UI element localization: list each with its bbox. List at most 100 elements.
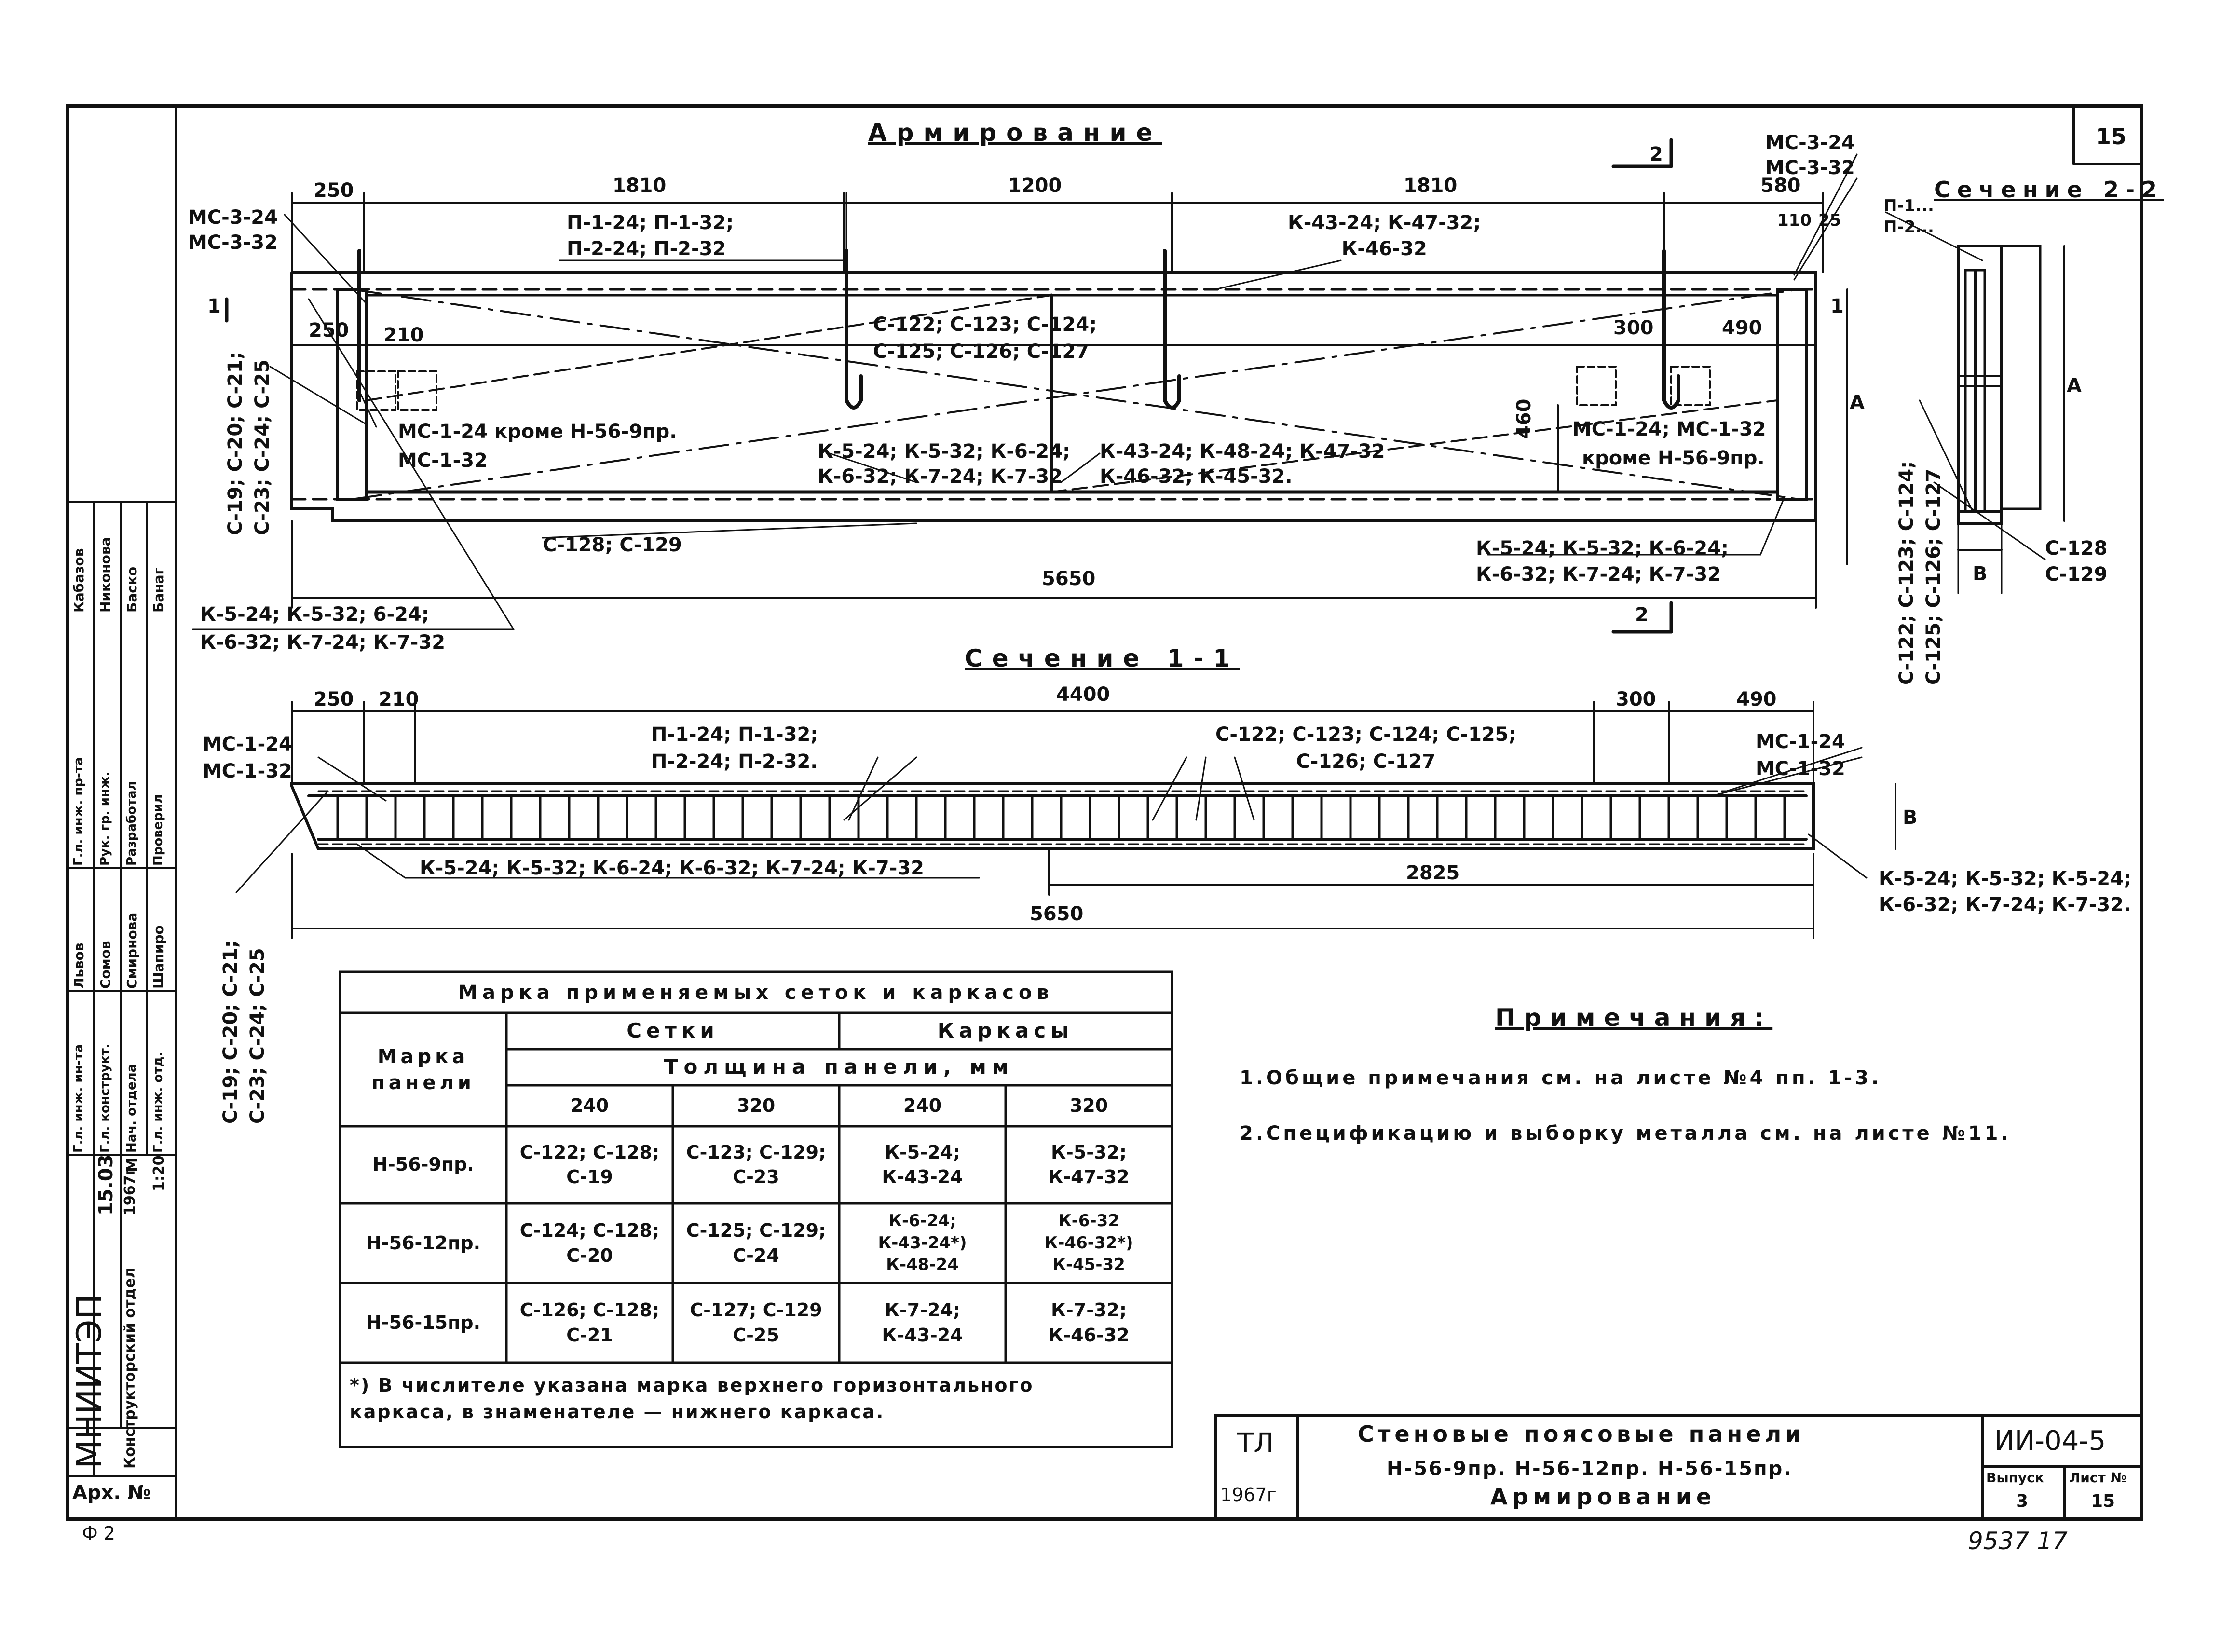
tb-issue: 3	[2016, 1491, 2029, 1511]
section-22-drawing	[1885, 211, 2065, 594]
title-block-grid	[1214, 1414, 2143, 1521]
tb-sheet: 15	[2091, 1491, 2115, 1511]
marks-row-1-k240: К-5-24; К-43-24	[882, 1141, 963, 1188]
tb-series: ИИ-04-5	[1994, 1425, 2106, 1457]
marks-table-grid	[339, 970, 1173, 1448]
label-c-vertical-left: С-19; С-20; С-21; С-23; С-24; С-25	[224, 352, 273, 535]
marks-table-thickness: Толщина панели, мм	[664, 1055, 1015, 1079]
marks-row-1-k320: К-5-32; К-47-32	[1048, 1141, 1130, 1188]
dim-inner-210: 210	[383, 324, 424, 346]
dim-vertical-460: 460	[1513, 398, 1535, 439]
marks-table-col-nets: Сетки	[627, 1019, 719, 1043]
marks-row-3-k240: К-7-24; К-43-24	[882, 1299, 963, 1346]
s11-label-c-top: С-122; С-123; С-124; С-125; С-126; С-127	[1215, 724, 1516, 773]
tb-org-code: ТЛ	[1237, 1428, 1274, 1459]
marks-row-1-c240: С-122; С-128; С-19	[519, 1141, 660, 1188]
section-22-title: Сечение 2-2	[1934, 177, 2164, 203]
corner-mark: Ф 2	[82, 1523, 115, 1544]
section-mark-2-bottom: 2	[1635, 604, 1649, 626]
marks-table-size-2: 320	[736, 1094, 776, 1116]
s11-label-p-top: П-1-24; П-1-32; П-2-24; П-2-32.	[651, 724, 818, 773]
marks-table-title: Марка применяемых сеток и каркасов	[458, 981, 1054, 1004]
section-11-drawing	[290, 782, 1815, 850]
dim-a-main: А	[1850, 392, 1865, 414]
main-view-leaders	[192, 153, 1858, 630]
marks-row-3-c320: С-127; С-129 С-25	[690, 1299, 822, 1346]
marks-row-1-panel: Н-56-9пр.	[372, 1154, 474, 1175]
label-k-lower-left: К-5-24; К-5-32; К-6-24; К-6-32; К-7-24; …	[818, 440, 1071, 488]
stamp-name2-3: Баско	[124, 566, 140, 613]
section-mark-1-left: 1	[207, 295, 221, 317]
dim-top-250: 250	[314, 179, 354, 202]
label-mc1-left-2: МС-1-32	[398, 450, 488, 472]
tb-title-1: Стеновые поясовые панели	[1358, 1421, 1805, 1447]
marks-row-3-k320: К-7-32; К-46-32	[1048, 1299, 1130, 1346]
stamp-name-4: Шапиро	[150, 925, 166, 989]
stamp-role-1: Г.л. инж. ин-та	[71, 1044, 86, 1153]
s11-dim-210: 210	[379, 688, 419, 710]
stamp-role2-1: Г.л. инж. пр-та	[71, 757, 86, 866]
tb-title-2: Н-56-9пр. Н-56-12пр. Н-56-15пр.	[1387, 1458, 1793, 1480]
section-11-title: Сечение 1-1	[965, 644, 1240, 672]
s11-dim-250: 250	[314, 688, 354, 710]
stamp-arch-label: Арх. №	[72, 1482, 151, 1504]
stamp-name2-4: Банаг	[150, 567, 166, 613]
stamp-scale-label: М	[124, 1158, 141, 1172]
s11-dim-2825: 2825	[1406, 862, 1460, 884]
marks-table-col-panel: Марка панели	[371, 1045, 475, 1094]
label-mc1-left: МС-1-24 кроме Н-56-9пр.	[398, 421, 677, 443]
dim-top-110: 110	[1777, 211, 1812, 230]
main-view-title: Армирование	[868, 119, 1162, 147]
label-c128: С-128; С-129	[543, 534, 682, 556]
stamp-name2-2: Никонова	[97, 537, 113, 613]
tb-issue-label: Выпуск	[1986, 1470, 2044, 1486]
s11-dim-4400: 4400	[1056, 683, 1110, 706]
marks-row-2-panel: Н-56-12пр.	[366, 1232, 480, 1254]
stamp-name-1: Львов	[71, 942, 87, 989]
tb-sheet-label: Лист №	[2069, 1470, 2127, 1486]
label-mc1-right: МС-1-24; МС-1-32	[1572, 418, 1766, 440]
main-view-panel	[290, 249, 1817, 522]
dim-top-1200: 1200	[1008, 175, 1062, 197]
stamp-role2-4: Проверил	[151, 794, 165, 866]
notes-item-2: 2.Спецификацию и выборку металла см. на …	[1240, 1122, 2011, 1145]
marks-table-size-1: 240	[570, 1094, 609, 1116]
marks-row-2-c320: С-125; С-129; С-24	[686, 1220, 826, 1266]
dim-inner-300: 300	[1613, 317, 1654, 339]
left-stamp-grid	[67, 501, 177, 1477]
marks-row-2-c240: С-124; С-128; С-20	[519, 1220, 660, 1266]
sheet-number: 15	[2096, 123, 2127, 150]
section-22-dim-a: А	[2067, 375, 2082, 397]
s11-label-mc-left: МС-1-24 МС-1-32	[203, 733, 292, 782]
stamp-name2-1: Кабазов	[71, 548, 87, 613]
marks-table-footnote: *) В числителе указана марка верхнего го…	[350, 1375, 1034, 1423]
s11-dim-b: В	[1903, 806, 1918, 829]
sheet-frame	[66, 104, 2143, 1521]
notes-title: Примечания:	[1495, 1004, 1773, 1032]
section-22-c-vertical: С-122; С-123; С-124; С-125; С-126; С-127	[1895, 461, 1945, 685]
section-11-dimensions	[291, 701, 1896, 939]
stamp-role-4: Г.л. инж. отд.	[151, 1051, 165, 1153]
stamp-role2-3: Разработал	[124, 781, 139, 866]
section-mark-1-right: 1	[1830, 295, 1844, 317]
label-p-top: П-1-24; П-1-32; П-2-24; П-2-32	[567, 212, 734, 260]
stamp-scale: 1:20	[150, 1155, 167, 1191]
stamp-role2-2: Рук. гр. инж.	[98, 771, 112, 866]
stamp-role-3: Нач. отдела	[124, 1064, 139, 1153]
tb-year: 1967г	[1220, 1484, 1277, 1505]
s11-label-k-bottom: К-5-24; К-5-32; К-6-24; К-6-32; К-7-24; …	[420, 857, 924, 879]
section-22-c128: С-128 С-129	[2045, 537, 2108, 586]
stamp-org: МНИИТЭП	[69, 1294, 109, 1469]
dim-inner-490: 490	[1722, 317, 1762, 339]
section-22-dim-b: В	[1973, 563, 1988, 585]
s11-dim-300: 300	[1616, 688, 1656, 710]
marks-row-1-c320: С-123; С-129; С-23	[686, 1141, 826, 1188]
label-mc3-right: МС-3-24 МС-3-32	[1765, 132, 1855, 179]
label-k-lower-mid: К-43-24; К-48-24; К-47-32 К-46-32; К-45-…	[1100, 440, 1385, 488]
s11-label-c-vertical: С-19; С-20; С-21; С-23; С-24; С-25	[219, 940, 269, 1124]
label-k-bottom-right: К-5-24; К-5-32; К-6-24; К-6-32; К-7-24; …	[1476, 537, 1729, 586]
section-11-leaders	[235, 747, 1868, 893]
dim-top-1810-a: 1810	[613, 175, 667, 197]
